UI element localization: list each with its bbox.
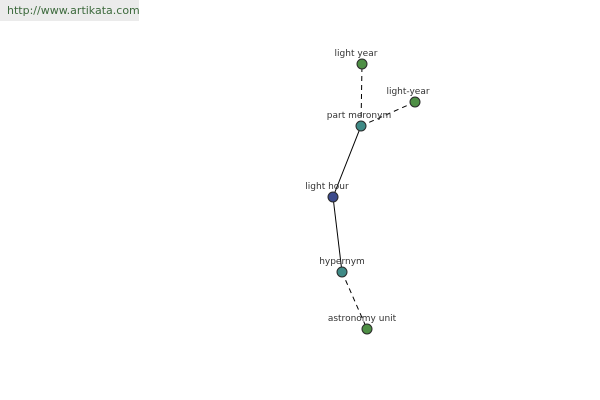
node-hypernym[interactable] [336,266,348,278]
edge-part-meronym-light-year [360,63,363,127]
edge-part-meronym-light-year-hyphen [360,101,416,127]
graph-node-labels: light year light-year part meronym light… [305,49,430,324]
node-label-light-hour: light hour [305,182,349,192]
edge-light-hour-hypernym [332,196,343,273]
node-light-year-hyphen[interactable] [409,96,421,108]
node-label-part-meronym: part meronym [327,111,391,121]
node-label-light-year-hyphen: light-year [386,87,429,97]
edge-light-hour-part-meronym [332,125,362,198]
node-label-astronomy-unit: astronomy unit [328,314,397,324]
edge-hypernym-astronomy-unit [341,271,368,330]
node-label-light-year: light year [335,49,378,59]
node-light-year[interactable] [356,58,368,70]
site-url-banner[interactable]: http://www.artikata.com [0,0,140,21]
graph-nodes [327,58,421,335]
node-label-hypernym: hypernym [319,257,365,267]
node-light-hour[interactable] [327,191,339,203]
graph-edges [332,63,416,330]
node-astronomy-unit[interactable] [361,323,373,335]
node-part-meronym[interactable] [355,120,367,132]
